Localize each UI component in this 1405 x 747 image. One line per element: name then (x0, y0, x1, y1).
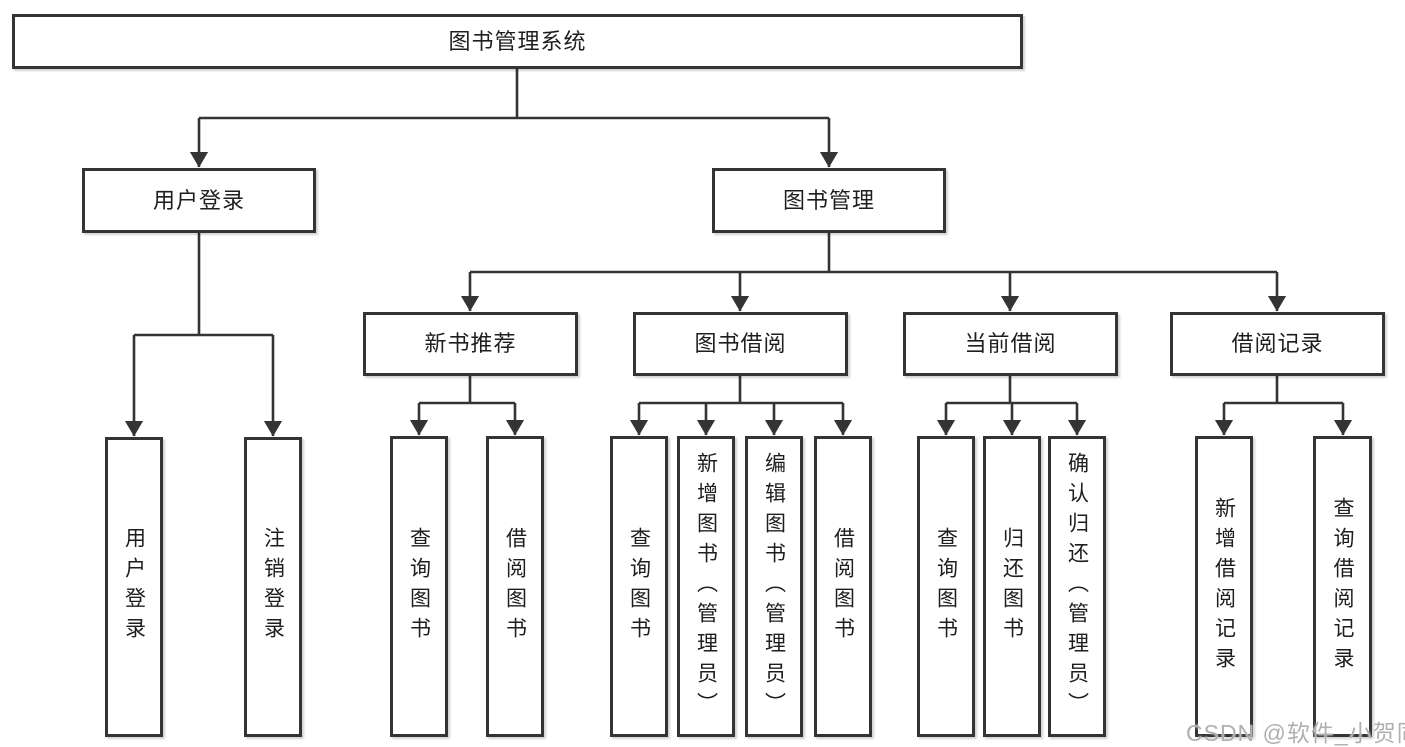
leaf-br-query-record: 查询借阅记录 (1313, 436, 1372, 737)
leaf-bb-add-books-admin: 新增图书（管理员） (677, 436, 735, 737)
csdn-watermark: CSDN @软件_小贺同学 (1186, 720, 1405, 746)
node-user-login: 用户登录 (82, 168, 316, 233)
leaf-bb-query-books-label: 查询图书 (627, 526, 651, 647)
leaf-bb-borrow-books: 借阅图书 (814, 436, 872, 737)
node-book-borrow-label: 图书借阅 (694, 331, 787, 356)
node-current-borrow-label: 当前借阅 (964, 331, 1057, 356)
node-new-book-rec-label: 新书推荐 (424, 331, 517, 356)
leaf-cb-query-books-label: 查询图书 (934, 526, 958, 647)
leaf-cb-query-books: 查询图书 (917, 436, 975, 737)
leaf-cb-confirm-return-admin: 确认归还（管理员） (1048, 436, 1106, 737)
leaf-br-query-record-label: 查询借阅记录 (1331, 496, 1354, 677)
leaf-bb-query-books: 查询图书 (610, 436, 668, 737)
node-book-borrow: 图书借阅 (633, 312, 848, 376)
node-new-book-rec: 新书推荐 (363, 312, 578, 376)
node-book-mgmt-label: 图书管理 (782, 187, 875, 213)
node-borrow-records-label: 借阅记录 (1231, 331, 1324, 356)
node-book-mgmt: 图书管理 (712, 168, 946, 233)
node-root: 图书管理系统 (12, 14, 1023, 69)
leaf-rec-borrow-books: 借阅图书 (486, 436, 544, 737)
leaf-bb-edit-books-admin: 编辑图书（管理员） (745, 436, 803, 737)
leaf-cb-return-books-label: 归还图书 (1000, 526, 1024, 647)
leaf-bb-edit-books-admin-label: 编辑图书（管理员） (762, 451, 786, 722)
node-current-borrow: 当前借阅 (903, 312, 1118, 376)
leaf-cb-confirm-return-admin-label: 确认归还（管理员） (1065, 451, 1089, 722)
leaf-rec-query-books: 查询图书 (390, 436, 448, 737)
leaf-rec-query-books-label: 查询图书 (407, 526, 431, 647)
node-user-login-label: 用户登录 (152, 187, 245, 213)
leaf-bb-add-books-admin-label: 新增图书（管理员） (694, 451, 718, 722)
node-borrow-records: 借阅记录 (1170, 312, 1385, 376)
leaf-rec-borrow-books-label: 借阅图书 (503, 526, 527, 647)
leaf-logout-label: 注销登录 (261, 527, 285, 647)
leaf-logout: 注销登录 (244, 437, 302, 737)
leaf-br-add-record-label: 新增借阅记录 (1212, 496, 1236, 677)
leaf-br-add-record: 新增借阅记录 (1195, 436, 1253, 737)
node-root-label: 图书管理系统 (448, 28, 587, 54)
leaf-bb-borrow-books-label: 借阅图书 (831, 526, 855, 647)
leaf-user-login: 用户登录 (105, 437, 163, 737)
leaf-cb-return-books: 归还图书 (983, 436, 1041, 737)
leaf-user-login-label: 用户登录 (122, 527, 146, 647)
